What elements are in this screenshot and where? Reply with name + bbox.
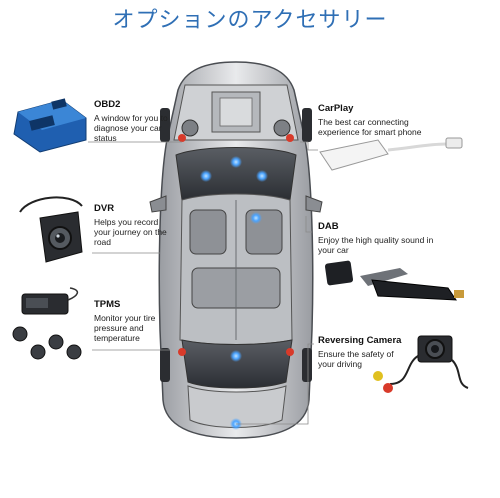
tire-sensor-icon [12,287,82,360]
dvr-label: DVR Helps you record your journey on the… [94,203,168,248]
tpms-title: TPMS [94,299,121,310]
leader-lines [88,141,318,425]
dash-camera-icon [19,196,83,263]
obd2-description: A window for you to diagnose your car st… [94,113,168,143]
car-top-view [149,61,323,439]
dab-label: DAB Enjoy the high quality sound in your… [318,221,448,256]
obd2-adapter-icon [13,98,87,153]
tpms-label: TPMS Monitor your tire pressure and temp… [94,299,168,344]
dvr-title: DVR [94,203,115,214]
camera-label: Reversing Camera Ensure the safety of yo… [318,335,410,370]
camera-title: Reversing Camera [318,335,402,346]
dab-description: Enjoy the high quality sound in your car [318,235,434,255]
carplay-label: CarPlay The best car connecting experien… [318,103,448,138]
obd2-title: OBD2 [94,99,121,110]
carplay-title: CarPlay [318,103,354,114]
obd2-label: OBD2 A window for you to diagnose your c… [94,99,168,144]
carplay-description: The best car connecting experience for s… [318,117,422,137]
dab-receiver-icon [324,260,464,301]
page-title: オプションのアクセサリー [112,8,388,33]
dvr-description: Helps you record your journey on the roa… [94,217,167,247]
dab-title: DAB [318,221,339,232]
camera-description: Ensure the safety of your driving [318,349,394,369]
usb-dongle-icon [319,137,463,171]
reverse-camera-icon [373,335,469,393]
tpms-description: Monitor your tire pressure and temperatu… [94,313,156,343]
